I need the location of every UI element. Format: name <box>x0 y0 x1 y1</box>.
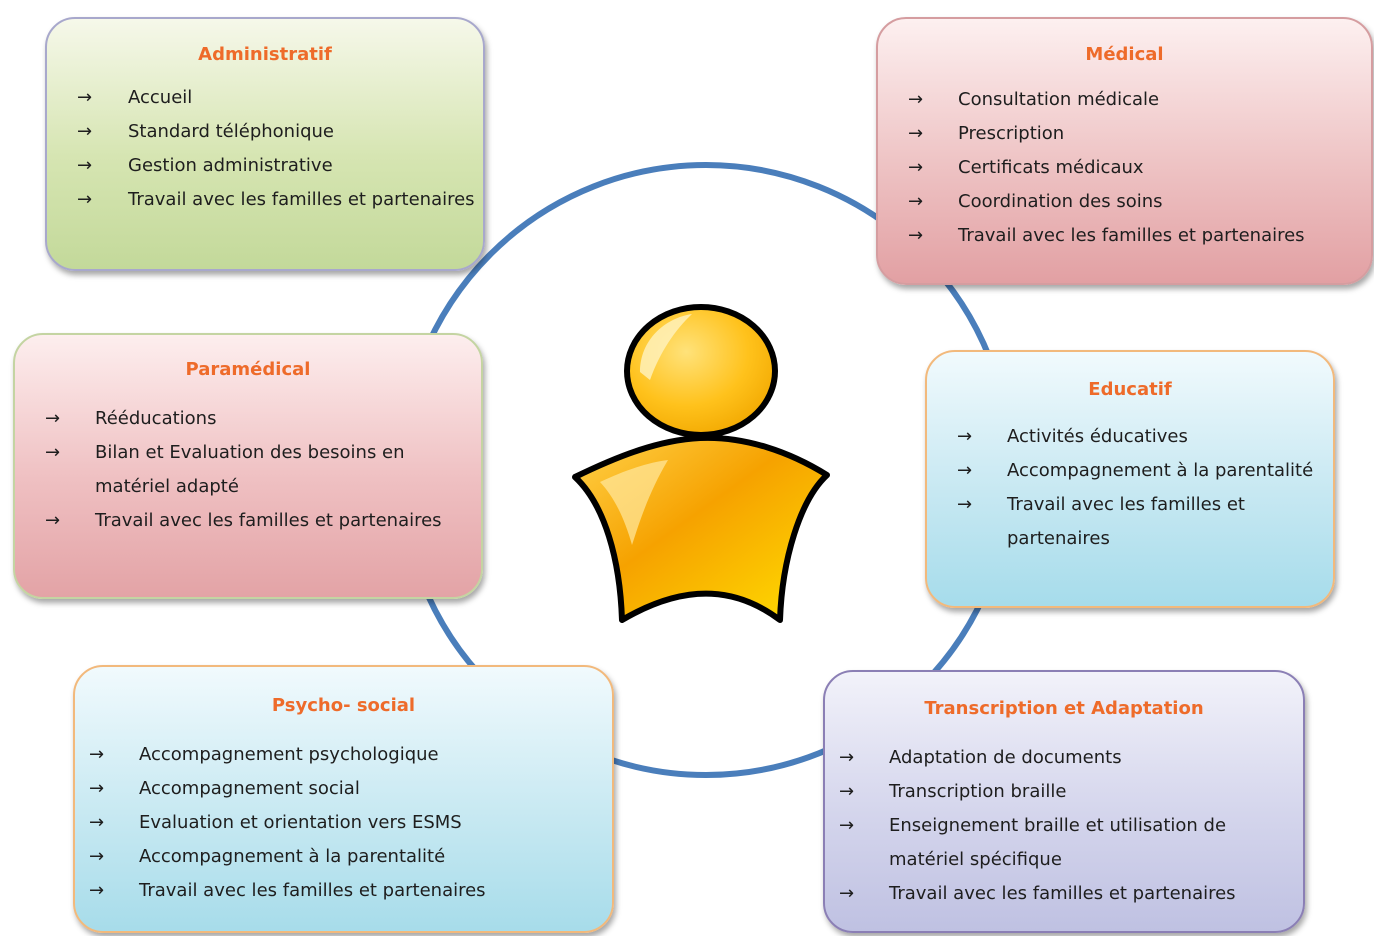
item-list: →Adaptation de documents →Transcription … <box>825 741 1303 911</box>
arrow-right-icon: → <box>839 883 855 904</box>
arrow-right-icon: → <box>77 155 93 176</box>
item-list: →Accueil →Standard téléphonique →Gestion… <box>47 81 483 217</box>
item-list: →Accompagnement psychologique →Accompagn… <box>75 738 612 908</box>
list-item: →Travail avec les familles et partenaire… <box>927 488 1333 556</box>
list-item: →Accueil <box>47 81 483 115</box>
list-item: →Accompagnement psychologique <box>75 738 612 772</box>
list-item: →Gestion administrative <box>47 149 483 183</box>
list-item: →Certificats médicaux <box>878 151 1371 185</box>
list-item: →Bilan et Evaluation des besoins en maté… <box>15 436 481 504</box>
arrow-right-icon: → <box>77 121 93 142</box>
arrow-right-icon: → <box>957 460 973 481</box>
box-title: Psycho- social <box>271 695 416 716</box>
arrow-right-icon: → <box>908 191 924 212</box>
arrow-right-icon: → <box>957 426 973 447</box>
arrow-right-icon: → <box>45 510 61 531</box>
arrow-right-icon: → <box>908 225 924 246</box>
paramedical-box: Paramédical →Rééducations →Bilan et Eval… <box>13 333 483 599</box>
arrow-right-icon: → <box>89 812 105 833</box>
person-body <box>572 434 830 623</box>
person-icon <box>572 304 830 623</box>
arrow-right-icon: → <box>908 123 924 144</box>
arrow-right-icon: → <box>89 778 105 799</box>
list-item: →Accompagnement à la parentalité <box>75 840 612 874</box>
educatif-box: Educatif →Activités éducatives →Accompag… <box>925 350 1335 608</box>
list-item: →Consultation médicale <box>878 83 1371 117</box>
person-body-highlight <box>600 460 668 545</box>
box-title: Paramédical <box>185 359 311 380</box>
medical-box: Médical →Consultation médicale →Prescrip… <box>876 17 1373 285</box>
arrow-right-icon: → <box>77 87 93 108</box>
item-list: →Activités éducatives →Accompagnement à … <box>927 420 1333 556</box>
list-item: →Activités éducatives <box>927 420 1333 454</box>
arrow-right-icon: → <box>908 157 924 178</box>
list-item: →Coordination des soins <box>878 185 1371 219</box>
arrow-right-icon: → <box>839 815 855 836</box>
arrow-right-icon: → <box>957 494 973 515</box>
list-item: →Evaluation et orientation vers ESMS <box>75 806 612 840</box>
list-item: →Accompagnement à la parentalité <box>927 454 1333 488</box>
arrow-right-icon: → <box>839 781 855 802</box>
arrow-right-icon: → <box>839 747 855 768</box>
arrow-right-icon: → <box>908 89 924 110</box>
arrow-right-icon: → <box>89 880 105 901</box>
list-item: →Travail avec les familles et partenaire… <box>75 874 612 908</box>
box-title: Médical <box>1085 44 1164 65</box>
psycho-social-box: Psycho- social →Accompagnement psycholog… <box>73 665 614 933</box>
arrow-right-icon: → <box>89 744 105 765</box>
list-item: →Travail avec les familles et partenaire… <box>825 877 1303 911</box>
list-item: →Enseignement braille et utilisation de … <box>825 809 1303 877</box>
person-head-highlight <box>640 314 692 380</box>
item-list: →Consultation médicale →Prescription →Ce… <box>878 83 1371 253</box>
arrow-right-icon: → <box>45 408 61 429</box>
arrow-right-icon: → <box>45 442 61 463</box>
box-title: Educatif <box>1088 379 1172 400</box>
transcription-box: Transcription et Adaptation →Adaptation … <box>823 670 1305 933</box>
administratif-box: Administratif →Accueil →Standard télépho… <box>45 17 485 271</box>
list-item: →Standard téléphonique <box>47 115 483 149</box>
box-title: Administratif <box>198 44 332 65</box>
list-item: →Prescription <box>878 117 1371 151</box>
list-item: →Transcription braille <box>825 775 1303 809</box>
list-item: →Accompagnement social <box>75 772 612 806</box>
item-list: →Rééducations →Bilan et Evaluation des b… <box>15 402 481 538</box>
list-item: →Rééducations <box>15 402 481 436</box>
list-item: →Travail avec les familles et partenaire… <box>15 504 481 538</box>
list-item: →Travail avec les familles et partenaire… <box>878 219 1371 253</box>
arrow-right-icon: → <box>89 846 105 867</box>
arrow-right-icon: → <box>77 189 93 210</box>
box-title: Transcription et Adaptation <box>924 698 1204 719</box>
list-item: →Adaptation de documents <box>825 741 1303 775</box>
list-item: →Travail avec les familles et partenaire… <box>47 183 483 217</box>
